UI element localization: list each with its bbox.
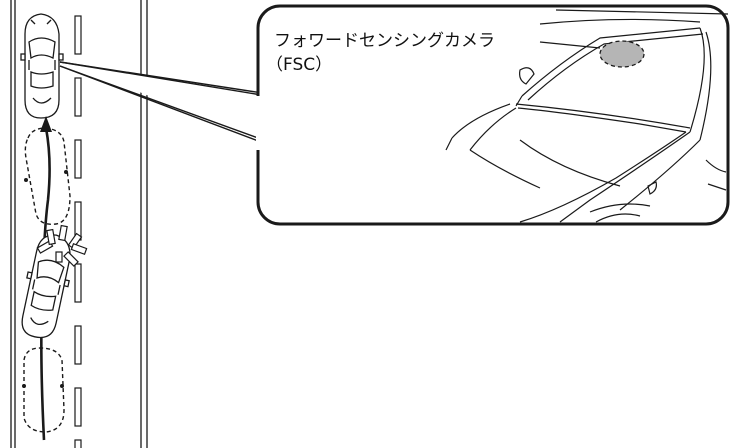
callout-pointer [59,60,283,151]
lane-divider-dashes [74,15,82,448]
ghost-car-mirror-markers [22,170,68,388]
fsc-label-line1: フォワードセンシングカメラ [274,31,495,51]
label-leader-line [539,41,601,49]
car-top-view-warning-icon [21,224,88,339]
windshield-illustration [445,9,729,223]
ghost-car-outline-icon [23,127,71,433]
warning-burst-rays [36,224,88,267]
car-top-view-icon [20,13,64,119]
fsc-camera-marker-icon [599,40,645,68]
fsc-label-line2: （FSC） [266,55,332,75]
